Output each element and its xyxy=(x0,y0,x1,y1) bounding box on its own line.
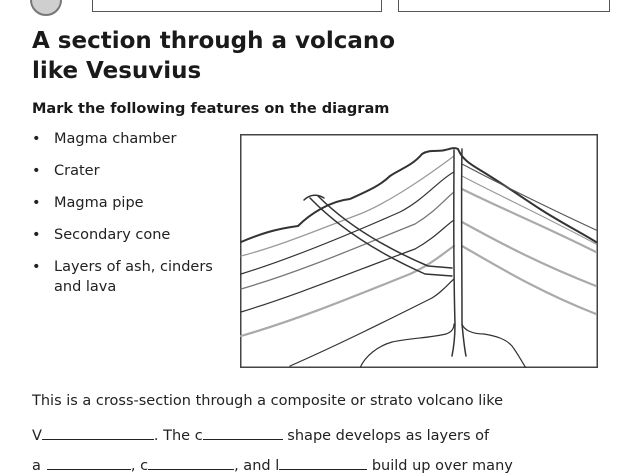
secondary-cone xyxy=(303,194,325,201)
feature-label: Magma pipe xyxy=(54,195,144,211)
feature-label: Crater xyxy=(54,163,100,179)
paragraph-line-1: This is a cross-section through a compos… xyxy=(32,393,504,409)
diagram-frame xyxy=(240,134,598,368)
volcano-diagram[interactable] xyxy=(240,134,598,368)
bullet-icon: • xyxy=(32,195,41,211)
paragraph-text: V xyxy=(32,428,42,444)
paragraph-text: , c xyxy=(130,458,149,474)
strata-layer xyxy=(460,220,598,288)
strata-layer xyxy=(460,187,598,254)
date-field-box[interactable] xyxy=(398,0,610,12)
header-bar xyxy=(0,0,628,16)
instruction-text: Mark the following features on the diagr… xyxy=(32,101,390,117)
strata-layer xyxy=(461,175,597,245)
bullet-icon: • xyxy=(32,163,41,179)
volcano-drawing xyxy=(240,147,598,368)
magma-chamber xyxy=(359,323,455,368)
feature-list: • Magma chamber • Crater • Magma pipe • Seco… xyxy=(32,129,232,309)
blank-field[interactable] xyxy=(148,455,235,470)
feature-label: Magma chamber xyxy=(54,131,177,147)
paragraph-text: a xyxy=(32,458,41,474)
secondary-pipe xyxy=(309,197,453,277)
magma-chamber xyxy=(461,323,527,368)
paragraph-text: , and l xyxy=(234,458,280,474)
volcano-outline xyxy=(240,147,597,243)
blank-field[interactable] xyxy=(202,425,283,440)
title-line-2: like Vesuvius xyxy=(32,58,202,84)
strata-layer xyxy=(461,163,597,231)
title-line-1: A section through a volcano xyxy=(32,28,396,54)
school-logo-icon xyxy=(30,0,62,16)
feature-label: Secondary cone xyxy=(54,227,171,243)
list-item: • Layers of ash, cinders and lava xyxy=(32,257,232,297)
name-field-box[interactable] xyxy=(92,0,382,12)
bullet-icon: • xyxy=(32,227,41,243)
bullet-icon: • xyxy=(32,131,41,147)
paragraph-text: shape develops as layers of xyxy=(282,428,490,444)
strata-layer xyxy=(289,278,455,367)
list-item: • Secondary cone xyxy=(32,225,232,245)
blank-field[interactable] xyxy=(41,425,154,440)
blank-field[interactable] xyxy=(279,455,368,470)
bullet-icon: • xyxy=(32,259,41,275)
strata-layer xyxy=(240,155,455,257)
secondary-pipe xyxy=(317,195,453,269)
list-item: • Magma pipe xyxy=(32,193,232,213)
strata-layer xyxy=(240,191,455,290)
strata-layer xyxy=(460,244,598,316)
magma-pipe xyxy=(451,149,456,357)
paragraph-line-3: a , c , and l build up over many xyxy=(32,455,513,474)
list-item: • Crater xyxy=(32,161,232,181)
paragraph-line-2: V . The c shape develops as layers of xyxy=(32,425,489,444)
paragraph-text: build up over many xyxy=(367,458,513,474)
feature-label: Layers of ash, cinders and lava xyxy=(54,259,213,295)
strata-layer xyxy=(240,244,456,338)
paragraph-text: . The c xyxy=(153,428,203,444)
magma-pipe xyxy=(460,148,467,357)
strata-layer xyxy=(240,171,455,275)
list-item: • Magma chamber xyxy=(32,129,232,149)
blank-field[interactable] xyxy=(46,455,131,470)
page-title: A section through a volcano like Vesuviu… xyxy=(32,26,395,86)
